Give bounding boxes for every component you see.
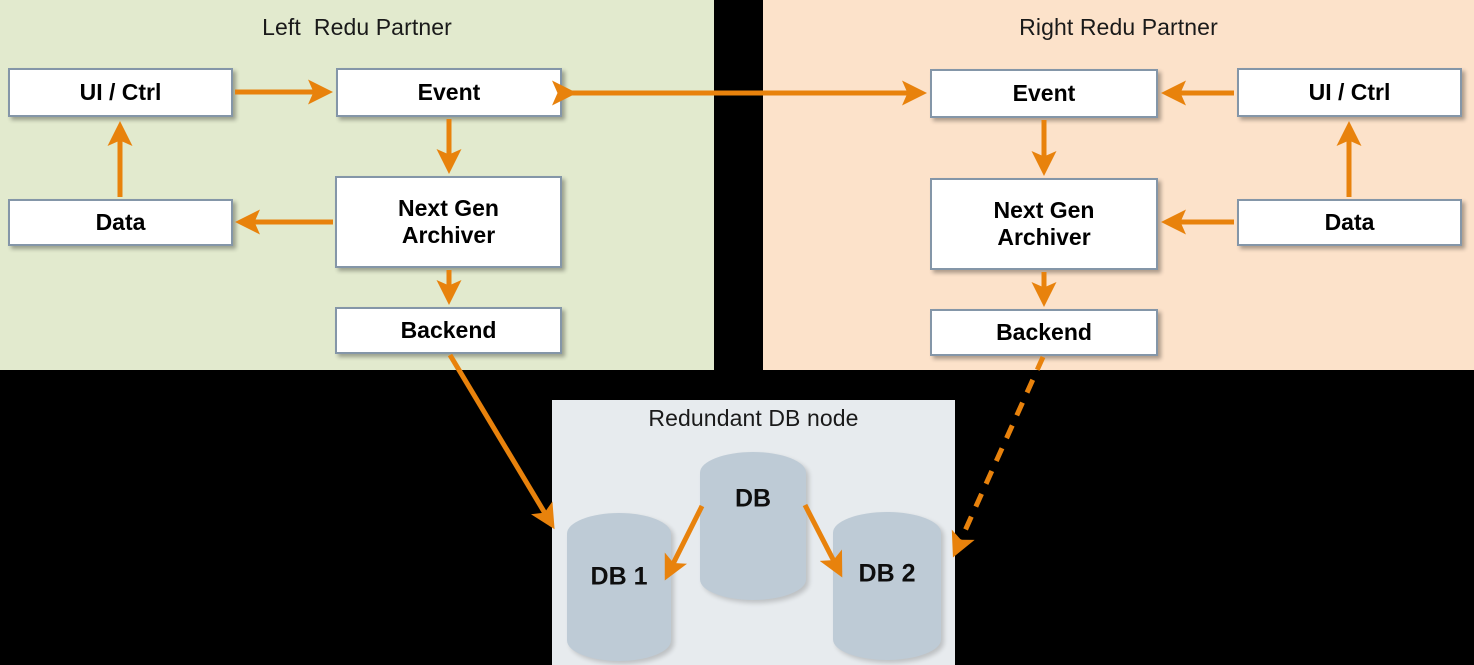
- node-left-archiver-label-line2: Archiver: [401, 222, 496, 248]
- node-left-backend-label: Backend: [400, 316, 497, 343]
- cylinder-db-main-body: [700, 452, 806, 600]
- node-right-data-label: Data: [1324, 208, 1375, 235]
- node-left-data-label: Data: [95, 208, 146, 235]
- node-left-ui-ctrl[interactable]: UI / Ctrl: [8, 68, 233, 117]
- node-right-archiver-label-line1: Next Gen: [993, 196, 1095, 223]
- node-right-ui-ctrl[interactable]: UI / Ctrl: [1237, 68, 1462, 117]
- node-left-ui-ctrl-label: UI / Ctrl: [79, 78, 162, 105]
- cylinder-db-main-label: DB: [734, 484, 772, 513]
- node-right-backend-label: Backend: [996, 318, 1092, 345]
- arrow-right-backend-to-db: [951, 355, 1046, 558]
- cylinder-db-2-body: [833, 512, 941, 660]
- cylinder-db-2[interactable]: DB 2: [833, 512, 941, 660]
- node-left-next-gen-archiver[interactable]: Next Gen Archiver: [335, 176, 562, 268]
- node-right-event-label: Event: [1012, 79, 1076, 106]
- panel-right-title: Right Redu Partner: [1019, 14, 1218, 40]
- arrow-db-to-db1: [664, 504, 705, 581]
- node-left-event-label: Event: [417, 78, 481, 105]
- node-right-event[interactable]: Event: [930, 69, 1158, 118]
- cylinder-db-1[interactable]: DB 1: [567, 513, 671, 661]
- cylinder-db-main[interactable]: DB: [700, 452, 806, 600]
- node-left-data[interactable]: Data: [8, 199, 233, 246]
- node-left-archiver-label-line1: Next Gen: [398, 194, 499, 221]
- cylinder-db-2-label: DB 2: [858, 559, 916, 588]
- panel-db-title: Redundant DB node: [648, 405, 859, 431]
- cylinder-db-1-label: DB 1: [590, 562, 648, 591]
- node-left-backend[interactable]: Backend: [335, 307, 562, 354]
- arrow-left-backend-to-db: [447, 353, 555, 530]
- node-right-data[interactable]: Data: [1237, 199, 1462, 246]
- node-right-ui-ctrl-label: UI / Ctrl: [1308, 78, 1391, 105]
- node-right-backend[interactable]: Backend: [930, 309, 1158, 356]
- node-right-next-gen-archiver[interactable]: Next Gen Archiver: [930, 178, 1158, 270]
- arrow-db-to-db2: [802, 503, 843, 578]
- node-right-archiver-label-line2: Archiver: [997, 224, 1091, 250]
- cylinder-db-1-body: [567, 513, 671, 661]
- panel-left-title: Left Redu Partner: [262, 14, 452, 40]
